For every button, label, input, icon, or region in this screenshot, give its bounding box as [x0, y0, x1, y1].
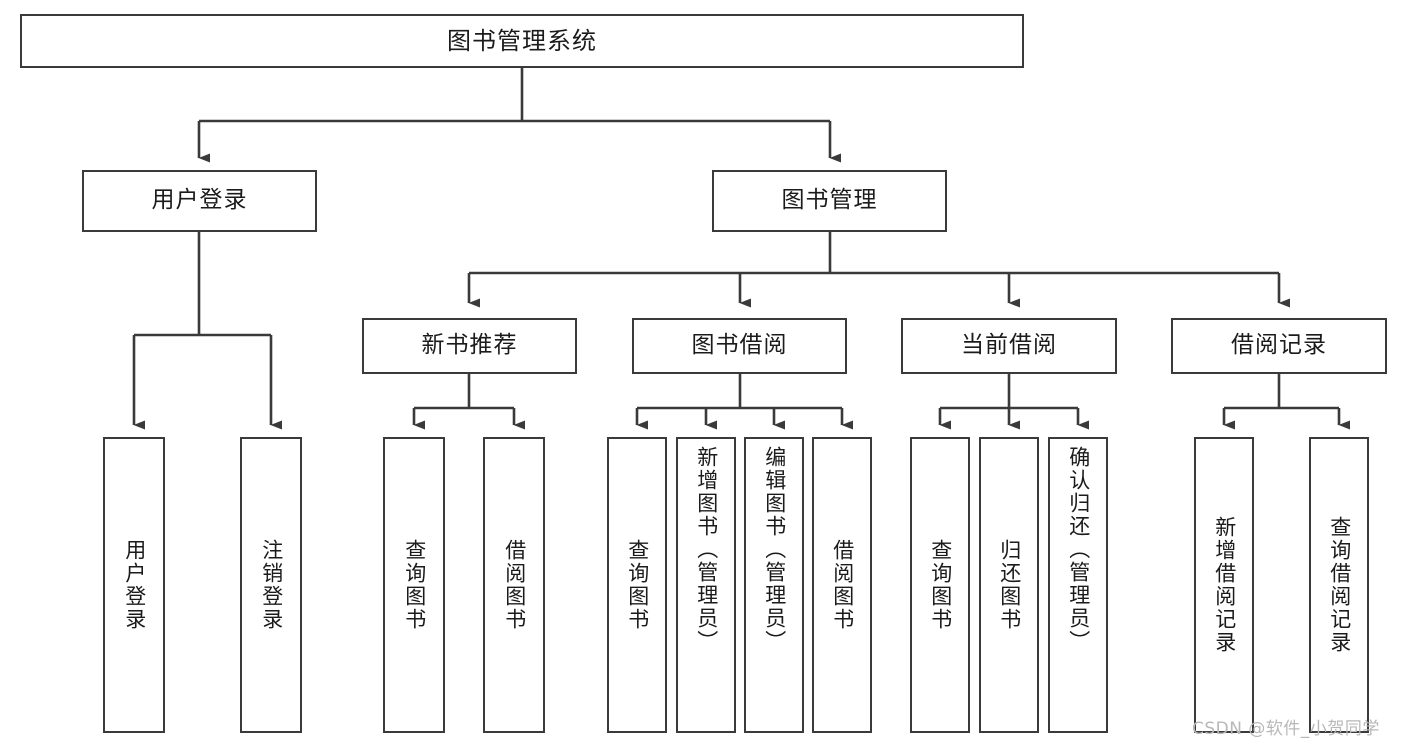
node-label-leaf-query-book-2: 查询图书: [625, 539, 650, 631]
node-label-leaf-edit-book-admin: 编辑图书（管理员）: [762, 446, 787, 653]
node-label-user-login: 用户登录: [151, 187, 248, 214]
node-leaf-query-book-2[interactable]: 查询图书: [607, 437, 667, 733]
node-label-leaf-user-login: 用户登录: [122, 539, 147, 631]
node-label-book-management: 图书管理: [781, 187, 878, 214]
csdn-watermark: CSDN @软件_小贺同学: [1192, 719, 1380, 739]
node-label-book-borrowing: 图书借阅: [691, 332, 788, 359]
node-label-leaf-borrow-book-2: 借阅图书: [830, 539, 855, 631]
node-book-borrowing[interactable]: 图书借阅: [632, 318, 847, 374]
node-label-leaf-borrow-book-1: 借阅图书: [502, 539, 527, 631]
node-root-book-management-system[interactable]: 图书管理系统: [20, 14, 1024, 68]
node-leaf-logout[interactable]: 注销登录: [240, 437, 302, 733]
node-leaf-query-book-3[interactable]: 查询图书: [910, 437, 970, 733]
node-new-book-recommendation[interactable]: 新书推荐: [362, 318, 577, 374]
node-label-leaf-query-borrow-record: 查询借阅记录: [1327, 516, 1352, 654]
node-book-management[interactable]: 图书管理: [712, 170, 947, 232]
node-leaf-confirm-return-admin[interactable]: 确认归还（管理员）: [1048, 437, 1108, 733]
node-label-root: 图书管理系统: [447, 26, 597, 55]
node-leaf-borrow-book-2[interactable]: 借阅图书: [812, 437, 872, 733]
node-label-leaf-confirm-return-admin: 确认归还（管理员）: [1066, 446, 1091, 653]
node-label-leaf-return-book: 归还图书: [997, 539, 1022, 631]
node-label-leaf-query-book-1: 查询图书: [402, 539, 427, 631]
node-leaf-add-borrow-record[interactable]: 新增借阅记录: [1194, 437, 1254, 733]
node-current-borrowing[interactable]: 当前借阅: [901, 318, 1117, 374]
node-leaf-return-book[interactable]: 归还图书: [979, 437, 1039, 733]
node-label-current-borrowing: 当前借阅: [961, 332, 1057, 359]
node-label-leaf-logout: 注销登录: [259, 539, 284, 631]
node-leaf-edit-book-admin[interactable]: 编辑图书（管理员）: [744, 437, 804, 733]
node-leaf-add-book-admin[interactable]: 新增图书（管理员）: [676, 437, 736, 733]
node-leaf-borrow-book-1[interactable]: 借阅图书: [483, 437, 545, 733]
node-label-leaf-add-borrow-record: 新增借阅记录: [1212, 516, 1237, 654]
node-label-leaf-query-book-3: 查询图书: [928, 539, 953, 631]
node-label-new-book-recommendation: 新书推荐: [421, 332, 518, 359]
node-leaf-query-borrow-record[interactable]: 查询借阅记录: [1309, 437, 1369, 733]
node-user-login[interactable]: 用户登录: [82, 170, 317, 232]
node-label-borrowing-records: 借阅记录: [1231, 332, 1327, 359]
node-leaf-query-book-1[interactable]: 查询图书: [383, 437, 445, 733]
node-leaf-user-login[interactable]: 用户登录: [103, 437, 165, 733]
node-label-leaf-add-book-admin: 新增图书（管理员）: [694, 446, 719, 653]
node-borrowing-records[interactable]: 借阅记录: [1171, 318, 1387, 374]
